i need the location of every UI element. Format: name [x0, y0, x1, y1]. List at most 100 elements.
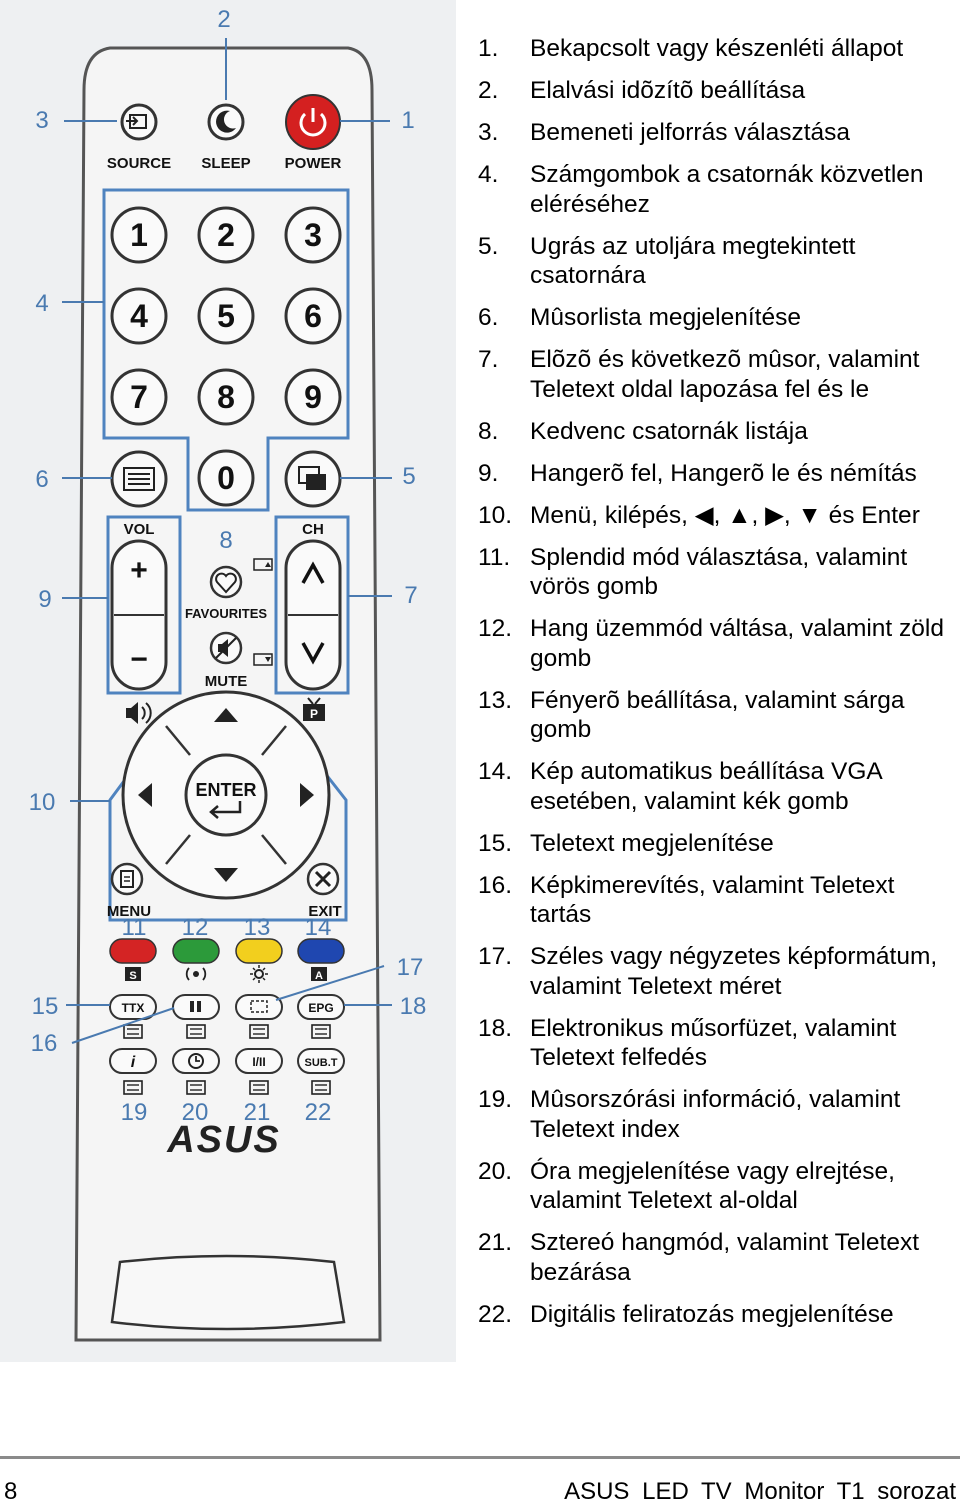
digit-button-5[interactable]: 5: [197, 287, 255, 345]
legend-item-text: Képkimerevítés, valamint Teletext tartás: [530, 871, 895, 929]
legend-item-text: Fényerõ beállítása, valamint sárga gomb: [530, 686, 905, 744]
legend-item: 22.Digitális feliratozás megjelenítése: [478, 1300, 960, 1330]
callout-number: 3: [35, 107, 48, 134]
menu-label: MENU: [107, 903, 151, 920]
legend-item-text: Kedvenc csatornák listája: [530, 417, 808, 445]
info-button[interactable]: i: [109, 1048, 157, 1074]
legend-item: 11. Splendid mód választása, valamint vör…: [478, 543, 960, 602]
legend-item: 3. Bemeneti jelforrás választása: [478, 118, 960, 148]
digit-button-7[interactable]: 7: [110, 368, 168, 426]
power-button[interactable]: [285, 94, 341, 150]
menu-button[interactable]: [110, 862, 144, 896]
tv-p-label: P: [310, 707, 318, 721]
sleep-button[interactable]: [207, 103, 245, 141]
epg-button[interactable]: EPG: [297, 994, 345, 1020]
subtitle-button[interactable]: SUB.T: [297, 1048, 345, 1074]
tv-icon: P: [303, 697, 325, 721]
aspect-button[interactable]: [235, 994, 283, 1020]
aspect-icon: [250, 1000, 268, 1013]
callout-number: 7: [404, 582, 417, 609]
legend-item-text: Bemeneti jelforrás választása: [530, 119, 851, 146]
enter-button[interactable]: ENTER: [184, 753, 268, 837]
right-arrow-icon: [300, 783, 314, 807]
legend-item-text: Ugrás az utoljára megtekintett csatornár…: [530, 232, 856, 290]
legend-item-number: 10.: [478, 501, 513, 529]
enter-arrow-icon: [209, 801, 242, 819]
page-number: 8: [4, 1478, 18, 1505]
legend-item-text: Elektronikus műsorfüzet, valamint Telete…: [530, 1014, 897, 1072]
digit-button-6[interactable]: 6: [284, 287, 342, 345]
exit-icon: [314, 870, 332, 888]
legend-item-text: Digitális feliratozás megjelenítése: [530, 1300, 894, 1328]
green-button[interactable]: [172, 938, 220, 964]
legend-item-text: Sztereó hangmód, valamint Teletext bezár…: [530, 1229, 920, 1286]
digit-button-8[interactable]: 8: [197, 368, 255, 426]
stereo-button[interactable]: I/II: [235, 1048, 283, 1074]
digit-button-9[interactable]: 9: [284, 368, 342, 426]
svg-text:EPG: EPG: [308, 1001, 333, 1015]
legend-item: 5.Ugrás az utoljára megtekintett csatorn…: [478, 232, 960, 291]
digit-button-3[interactable]: 3: [284, 206, 342, 264]
legend-item-text: Mûsorszórási információ, valamint Telete…: [530, 1086, 901, 1143]
channel-up-icon: [301, 561, 325, 584]
favourites-button[interactable]: [209, 565, 243, 599]
digit-button-1[interactable]: 1: [110, 206, 168, 264]
legend-item-text: Óra megjelenítése vagy elrejtése, valami…: [530, 1157, 895, 1215]
page-down-icon: [253, 653, 273, 666]
source-button[interactable]: [120, 103, 158, 141]
ch-label: CH: [302, 521, 324, 538]
legend-item: 4.Számgombok a csatornák közvetlen eléré…: [478, 160, 960, 219]
legend-item-text: Splendid mód választása, valamint vörös …: [530, 543, 908, 601]
legend-item-number: 1.: [478, 35, 499, 62]
program-list-button[interactable]: [110, 450, 168, 508]
channel-rocker[interactable]: [284, 539, 342, 691]
footer-divider: [0, 1456, 960, 1459]
last-channel-button[interactable]: [284, 450, 342, 508]
legend-item-number: 8.: [478, 417, 499, 445]
yellow-button[interactable]: [235, 938, 283, 964]
legend-item-number: 3.: [478, 119, 499, 146]
digit-button-4[interactable]: 4: [110, 287, 168, 345]
callout-number: 6: [35, 466, 48, 493]
digit-label: 9: [304, 379, 322, 415]
left-arrow-icon: [138, 783, 152, 807]
teletext-small-icon: [123, 1024, 143, 1039]
clock-button[interactable]: [172, 1048, 220, 1074]
numpad-highlight: [102, 188, 350, 512]
exit-button[interactable]: [306, 862, 340, 896]
legend-item: 6.Mûsorlista megjelenítése: [478, 303, 960, 333]
ttx-button[interactable]: TTX: [109, 994, 157, 1020]
blue-button[interactable]: [297, 938, 345, 964]
legend-item-number: 13.: [478, 686, 513, 714]
legend-item-number: 16.: [478, 871, 513, 899]
legend-item-number: 11.: [478, 543, 511, 571]
callout-number: 13: [244, 914, 271, 941]
callout-number: 20: [182, 1099, 209, 1126]
red-button[interactable]: [109, 938, 157, 964]
svg-text:A: A: [315, 970, 323, 982]
callout-number: 2: [217, 6, 230, 33]
callout-number: 9: [38, 586, 51, 613]
battery-cover: [110, 1254, 346, 1331]
digit-button-0[interactable]: 0: [197, 449, 255, 507]
teletext-small-icon: [186, 1024, 206, 1039]
volume-up-label: +: [130, 554, 148, 587]
mute-button[interactable]: [209, 631, 243, 665]
hold-button[interactable]: [172, 994, 220, 1020]
legend-item-number: 19.: [478, 1086, 513, 1113]
legend-item: 13. Fényerõ beállítása, valamint sárga go…: [478, 686, 960, 745]
svg-text:i: i: [131, 1054, 136, 1071]
source-label: SOURCE: [107, 155, 171, 172]
legend-item-number: 6.: [478, 304, 499, 331]
sleep-label: SLEEP: [201, 155, 250, 172]
digit-button-2[interactable]: 2: [197, 206, 255, 264]
svg-text:SUB.T: SUB.T: [305, 1057, 338, 1069]
legend-item-text: Széles vagy négyzetes képformátum, valam…: [530, 943, 938, 1000]
legend-item-number: 2.: [478, 77, 499, 104]
volume-rocker[interactable]: + −: [110, 539, 168, 691]
digit-label: 8: [217, 379, 235, 415]
callout-number: 16: [31, 1030, 58, 1057]
teletext-small-icon: [123, 1080, 143, 1095]
